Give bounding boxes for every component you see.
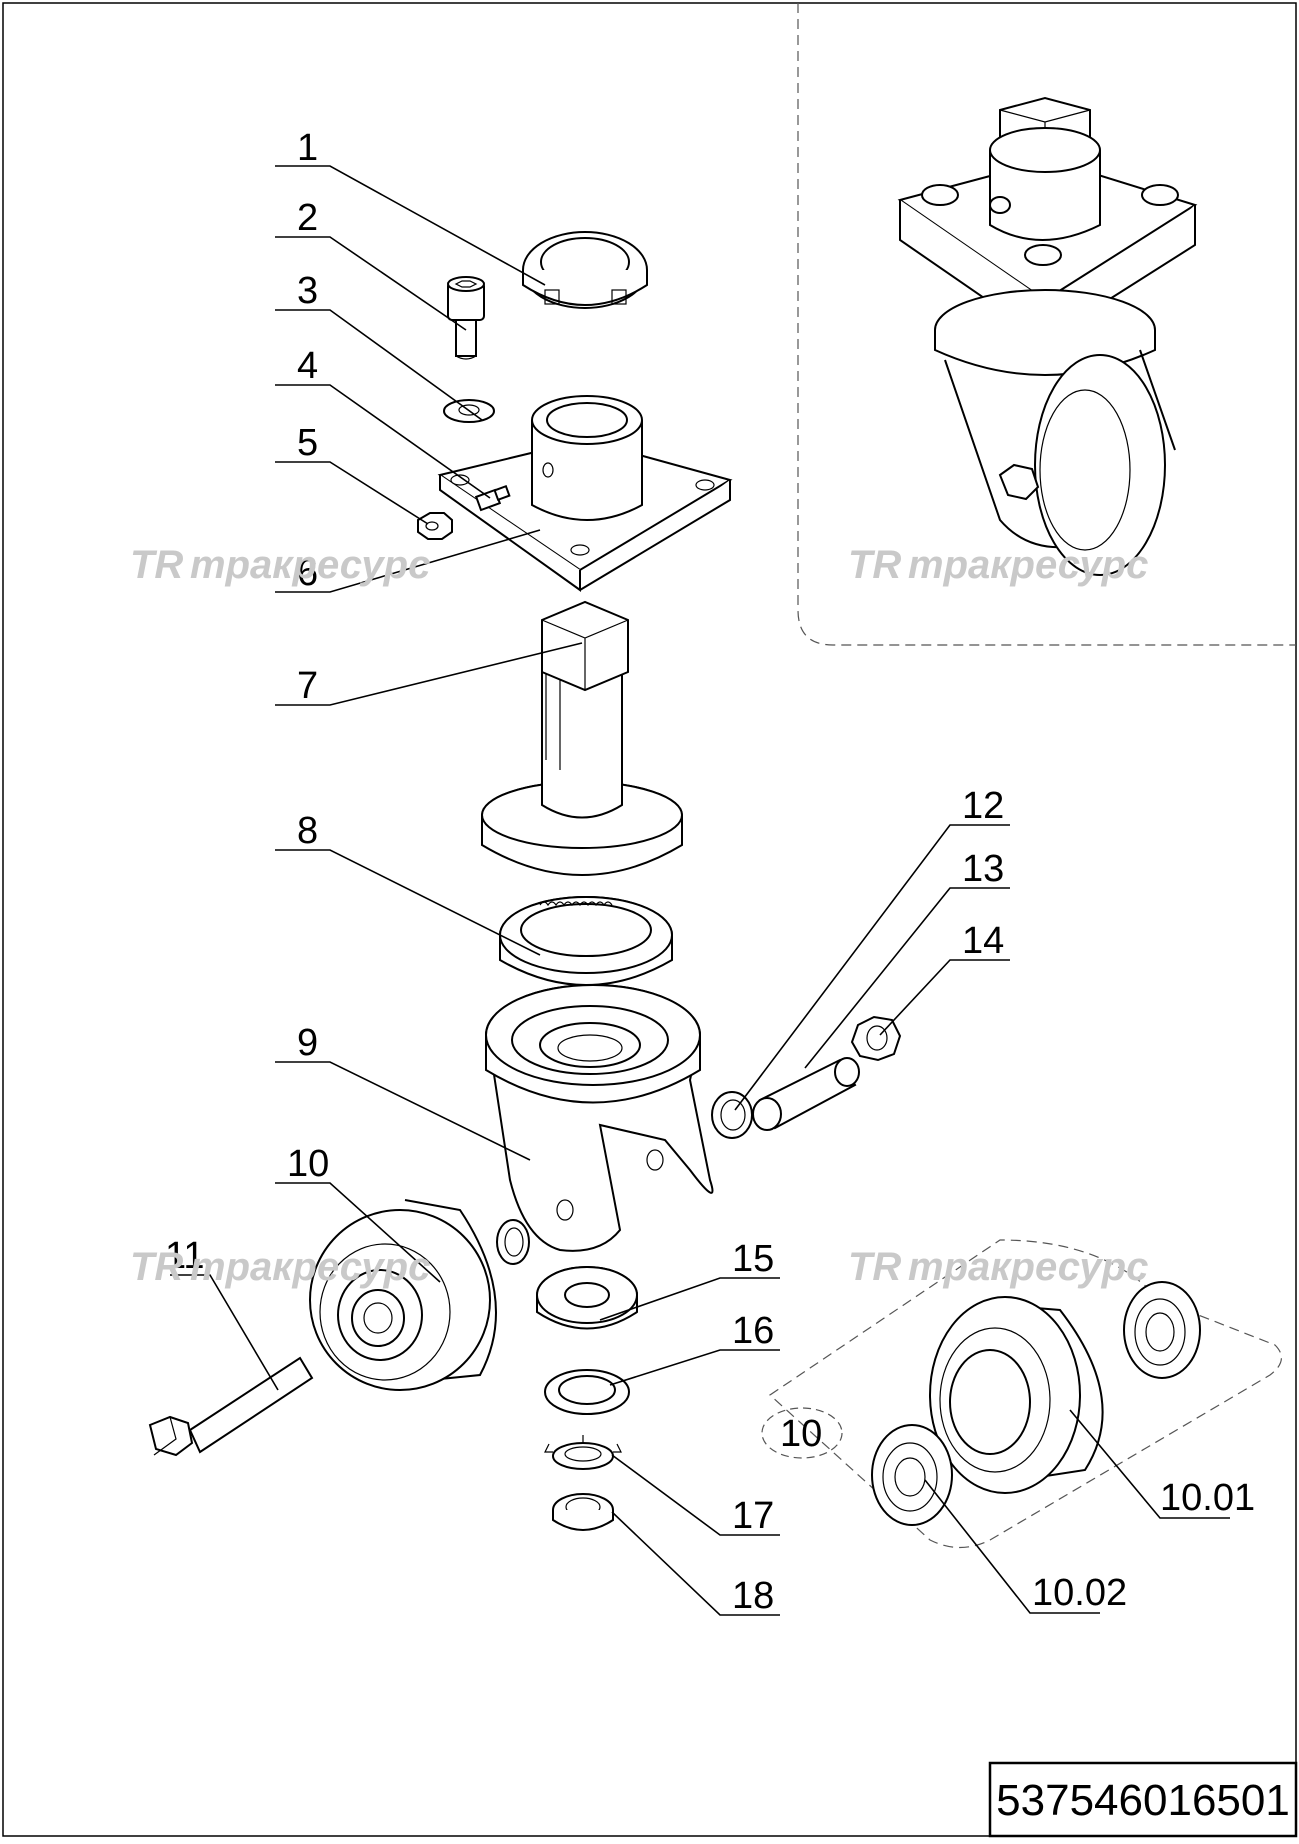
watermark-1: TR тракресурс — [130, 543, 430, 587]
part-4-grease-nipple — [474, 484, 511, 512]
watermark-4: TR тракресурс — [848, 1245, 1148, 1289]
watermark-logo: TR — [130, 543, 183, 587]
callout-15: 15 — [732, 1238, 774, 1280]
callout-17: 17 — [732, 1495, 774, 1537]
callout-9: 9 — [297, 1022, 318, 1064]
part-16-seal — [544, 1369, 630, 1415]
callout-3: 3 — [297, 270, 318, 312]
part-18-slotted-nut — [552, 1493, 614, 1531]
detail-group-outline — [769, 1239, 1282, 1549]
callout-1: 1 — [297, 127, 318, 169]
callout-18: 18 — [732, 1575, 774, 1617]
callout-6: 6 — [297, 552, 318, 594]
watermark-text: тракресурс — [908, 1245, 1148, 1289]
part-2-socket-bolt — [447, 276, 485, 360]
watermark-logo: TR — [130, 1245, 183, 1289]
callout-detail-10: 10 — [780, 1413, 822, 1455]
part-8-thrust-bearing — [499, 896, 673, 986]
watermark-text: тракресурс — [190, 1245, 430, 1289]
callout-2: 2 — [297, 197, 318, 239]
leader-lines — [170, 165, 1230, 1616]
watermark-text: тракресурс — [908, 543, 1148, 587]
watermark-logo: TR — [848, 1245, 901, 1289]
watermark-text: тракресурс — [190, 543, 430, 587]
fork-spacer-ring — [496, 1219, 530, 1265]
callout-11: 11 — [165, 1235, 204, 1277]
wheel-detail-view — [761, 1239, 1282, 1549]
watermark-3: TR тракресурс — [130, 1245, 430, 1289]
callout-7: 7 — [297, 665, 318, 707]
callout-10-01: 10.01 — [1160, 1477, 1255, 1519]
assembled-caster-view — [897, 96, 1198, 576]
callout-16: 16 — [732, 1310, 774, 1352]
part-5-hex-nut — [417, 512, 453, 540]
callout-8: 8 — [297, 810, 318, 852]
watermark-logo: TR — [848, 543, 901, 587]
part-10-wheel — [309, 1199, 497, 1391]
part-17-tab-washer — [544, 1435, 622, 1470]
part-number: 537546016501 — [996, 1776, 1290, 1825]
part-1-slotted-nut — [522, 231, 648, 309]
part-number-box: 537546016501 — [988, 1761, 1298, 1838]
part-9-fork — [485, 984, 714, 1252]
watermark-2: TR тракресурс — [848, 543, 1148, 587]
part-15-ball-bearing — [536, 1266, 638, 1330]
callout-14: 14 — [962, 920, 1004, 962]
callout-13: 13 — [962, 848, 1004, 890]
callout-10: 10 — [287, 1143, 329, 1185]
callout-labels: 1 2 3 4 5 6 7 8 9 10 11 12 13 14 15 16 1… — [165, 127, 1255, 1617]
callout-10-02: 10.02 — [1032, 1572, 1127, 1614]
part-6-flange-plate — [437, 395, 733, 592]
detail-label-bubble — [761, 1407, 843, 1459]
callout-12: 12 — [962, 785, 1004, 827]
part-7-shaft — [481, 600, 683, 876]
callout-5: 5 — [297, 422, 318, 464]
callout-4: 4 — [297, 345, 318, 387]
part-13-sleeve — [752, 1057, 860, 1131]
part-14-hex-nut — [850, 1015, 902, 1062]
part-11-axle-bolt — [148, 1356, 314, 1457]
part-12-spacer-ring — [711, 1091, 753, 1139]
assembled-view-frame — [797, 3, 1296, 646]
